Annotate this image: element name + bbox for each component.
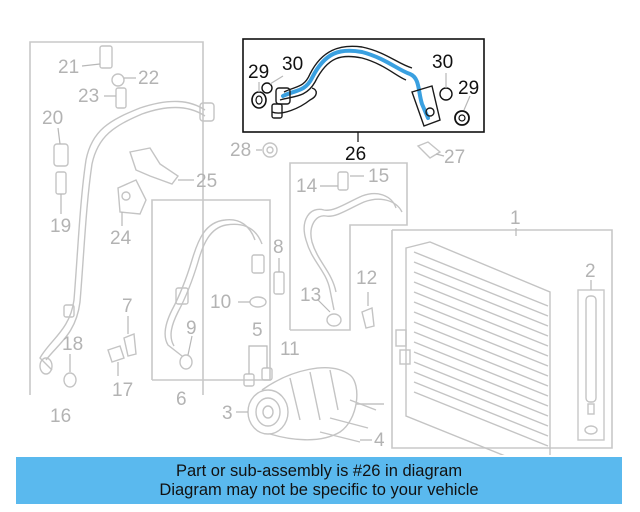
part-20-cap (53, 127, 69, 167)
callout-21: 21 (58, 57, 79, 78)
callout-16: 16 (50, 406, 71, 427)
part-13-oring (317, 299, 331, 313)
callout-6: 6 (176, 389, 187, 410)
parts-diagram: 1 2 3 4 5 6 7 8 9 10 11 12 13 14 15 16 1… (29, 38, 613, 455)
callout-25: 25 (196, 171, 217, 192)
part-12-bolt (361, 292, 375, 329)
part-5-bushings (243, 345, 273, 387)
callout-20: 20 (42, 108, 63, 129)
callout-11: 11 (280, 339, 300, 360)
callout-24: 24 (110, 228, 132, 249)
callout-14: 14 (296, 176, 318, 197)
part-16-pipe (39, 100, 215, 375)
callout-4: 4 (374, 430, 385, 451)
part-8-valve (273, 258, 285, 295)
callout-23: 23 (78, 86, 99, 107)
part-23-valve (104, 87, 127, 109)
callout-30-left: 30 (282, 54, 303, 75)
callout-13: 13 (300, 285, 321, 306)
callout-29-right: 29 (458, 78, 479, 99)
group-frame-6 (151, 199, 271, 381)
part-24-bracket (117, 179, 147, 226)
callout-2: 2 (585, 261, 596, 282)
callout-1: 1 (510, 208, 521, 229)
part-26-hose (271, 45, 441, 127)
part-19-valve (55, 171, 67, 214)
callout-17: 17 (112, 380, 133, 401)
callout-10: 10 (210, 292, 231, 313)
callout-9: 9 (186, 318, 197, 339)
callout-18: 18 (62, 334, 83, 355)
callout-27: 27 (444, 147, 465, 168)
callout-26: 26 (345, 144, 366, 165)
callout-30-right: 30 (432, 52, 453, 73)
banner-line-1: Part or sub-assembly is #26 in diagram (175, 461, 463, 480)
banner-line-2: Diagram may not be specific to your vehi… (159, 480, 479, 499)
callout-28: 28 (230, 140, 251, 161)
part-30-oring-left (261, 82, 273, 94)
callout-3: 3 (222, 403, 233, 424)
part-17-bolt (107, 345, 125, 376)
callout-29-left: 29 (248, 62, 269, 83)
part-10-oring (238, 296, 267, 308)
highlight-box-26 (242, 38, 485, 133)
group-frame-1 (391, 229, 613, 449)
part-27-bolt (416, 141, 445, 159)
part-25-sensor (129, 147, 194, 185)
callout-22: 22 (138, 68, 159, 89)
callout-15: 15 (368, 166, 389, 187)
callout-8: 8 (273, 237, 284, 258)
part-29-seal-right (454, 110, 470, 126)
group-frame-16 (29, 41, 204, 395)
part-4-bolts (319, 399, 384, 443)
part-2-drier (577, 280, 605, 441)
part-11-hose (303, 171, 403, 327)
part-9-oring (179, 335, 193, 370)
part-1-condenser (395, 228, 551, 455)
callout-7: 7 (122, 296, 133, 317)
part-3-compressor (236, 367, 358, 441)
part-28-seal (256, 142, 278, 158)
part-22-oring (111, 73, 136, 87)
group-frame-11 (289, 162, 408, 331)
callout-12: 12 (356, 268, 377, 289)
info-banner: Part or sub-assembly is #26 in diagram D… (16, 457, 622, 504)
callout-5: 5 (252, 320, 263, 341)
callout-19: 19 (50, 216, 71, 237)
part-21-sensor (81, 45, 113, 69)
part-7-bolt (123, 316, 137, 357)
part-6-hose (164, 219, 265, 357)
part-18-oring (63, 354, 77, 388)
